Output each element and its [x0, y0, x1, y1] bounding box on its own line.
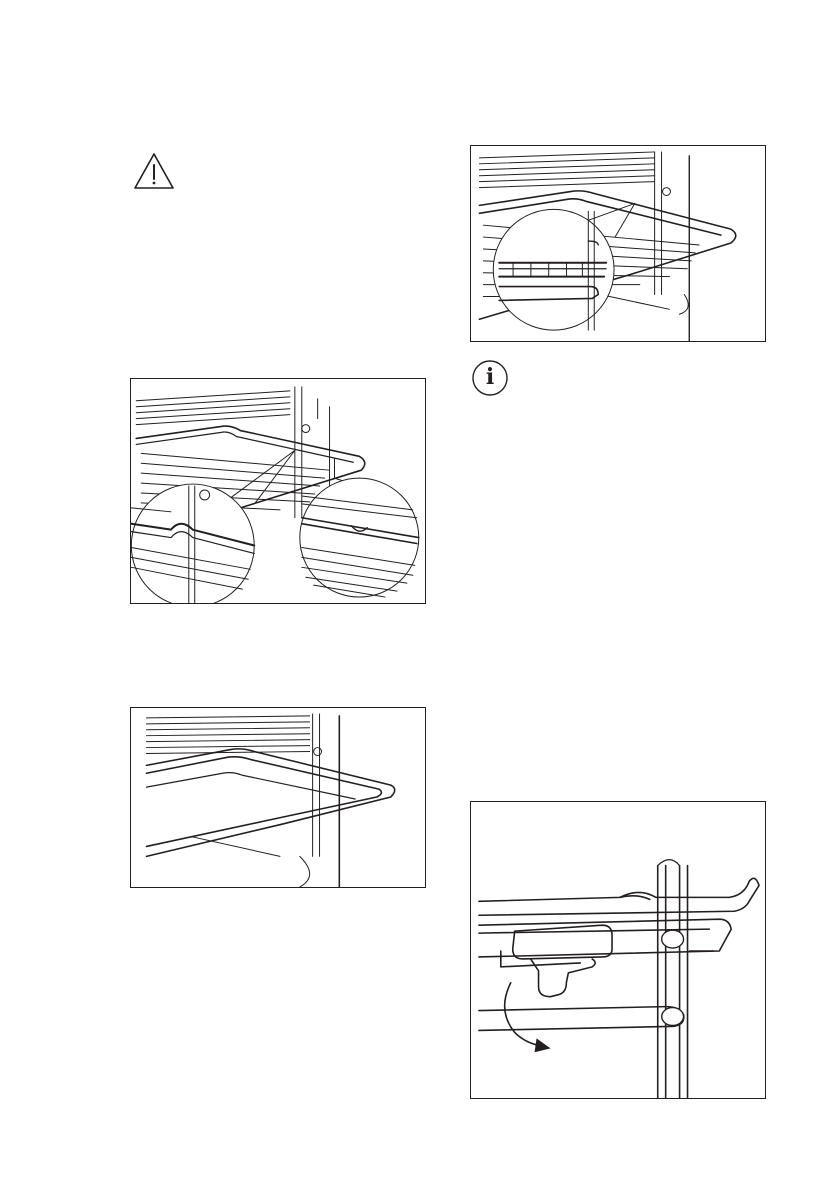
- warning-triangle-icon: [133, 152, 175, 190]
- info-glyph: i: [471, 362, 509, 392]
- figure-wire-shelf-lock-detail: [130, 378, 426, 604]
- figure-deep-pan-insert: [130, 707, 426, 888]
- info-circle-icon: i: [471, 359, 509, 397]
- figure-wire-shelf-on-runners: [470, 145, 766, 342]
- figure-shelf-support-release: [470, 801, 766, 1099]
